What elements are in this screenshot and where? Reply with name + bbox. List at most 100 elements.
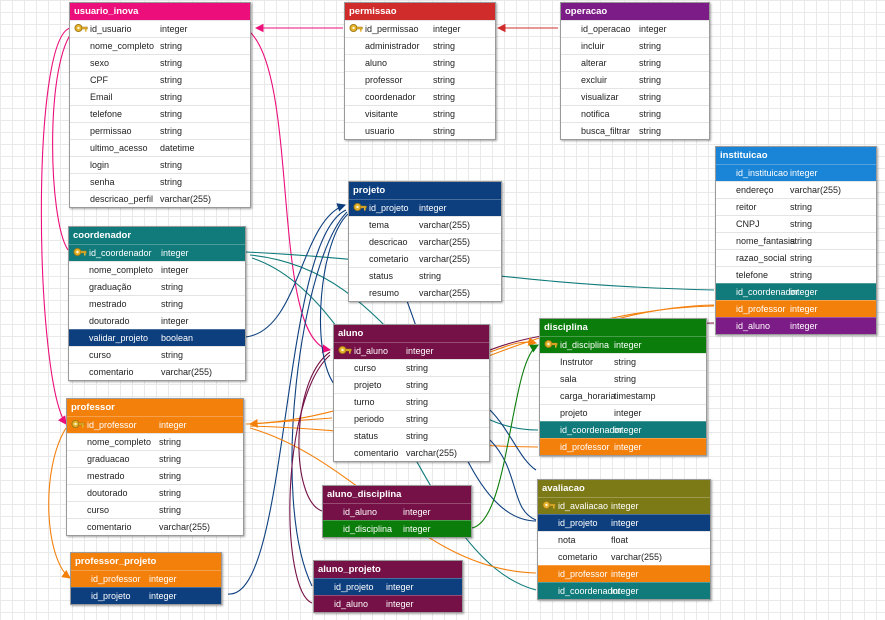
table-title[interactable]: aluno xyxy=(334,325,489,342)
table-title[interactable]: operacao xyxy=(561,3,709,20)
table-title[interactable]: professor_projeto xyxy=(71,553,221,570)
table-title[interactable]: disciplina xyxy=(540,319,706,336)
table-title[interactable]: aluno_projeto xyxy=(314,561,462,578)
table-title[interactable]: aluno_disciplina xyxy=(323,486,471,503)
table-title[interactable]: usuario_inova xyxy=(70,3,250,20)
table-title[interactable]: coordenador xyxy=(69,227,245,244)
table-title[interactable]: permissao xyxy=(345,3,495,20)
table-title[interactable]: projeto xyxy=(349,182,501,199)
table-title[interactable]: instituicao xyxy=(716,147,876,164)
table-title[interactable]: professor xyxy=(67,399,243,416)
